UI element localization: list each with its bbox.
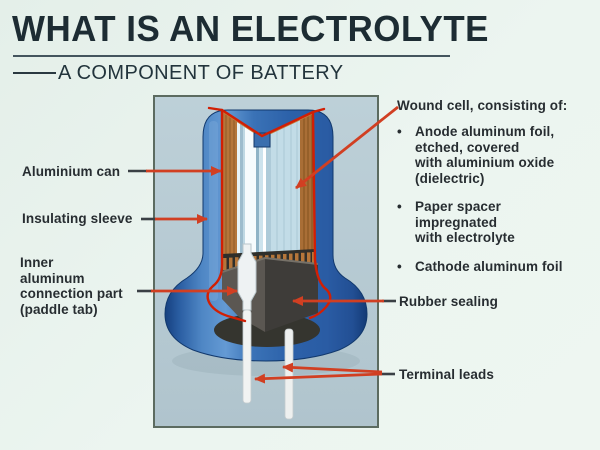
can-highlight xyxy=(209,121,218,301)
bullet-paper-text: Paper spacer impregnated with electrolyt… xyxy=(415,199,515,245)
illustration-panel xyxy=(153,95,379,428)
terminal-lead-right xyxy=(284,328,294,420)
label-aluminium-can: Aluminium can xyxy=(22,164,121,179)
list-item: • Cathode aluminum foil xyxy=(397,259,563,275)
bullet-cathode-text: Cathode aluminum foil xyxy=(415,258,563,274)
bullet-icon: • xyxy=(397,199,402,214)
bullet-anode-text: Anode aluminum foil, etched, covered wit… xyxy=(415,124,555,186)
page-subtitle: A COMPONENT OF BATTERY xyxy=(58,62,344,84)
page-title: WHAT IS AN ELECTROLYTE xyxy=(12,8,489,49)
label-rubber-sealing: Rubber sealing xyxy=(399,294,498,309)
list-item: • Anode aluminum foil, etched, covered w… xyxy=(397,124,563,186)
bullet-icon: • xyxy=(397,258,402,274)
bullet-icon: • xyxy=(397,124,402,139)
subtitle-dash xyxy=(13,72,56,74)
label-terminal-leads: Terminal leads xyxy=(399,367,494,382)
wound-cell-bullet-list: • Anode aluminum foil, etched, covered w… xyxy=(397,124,563,287)
label-inner-connection: Inner aluminum connection part (paddle t… xyxy=(20,255,123,317)
label-insulating-sleeve: Insulating sleeve xyxy=(22,211,133,226)
label-wound-cell-heading: Wound cell, consisting of: xyxy=(397,98,568,113)
terminal-lead-left xyxy=(242,309,252,404)
title-underline xyxy=(13,55,450,57)
list-item: • Paper spacer impregnated with electrol… xyxy=(397,199,563,246)
anode-tab-patch xyxy=(253,132,271,148)
capacitor-illustration xyxy=(164,106,368,420)
paddle-tab xyxy=(237,243,257,311)
